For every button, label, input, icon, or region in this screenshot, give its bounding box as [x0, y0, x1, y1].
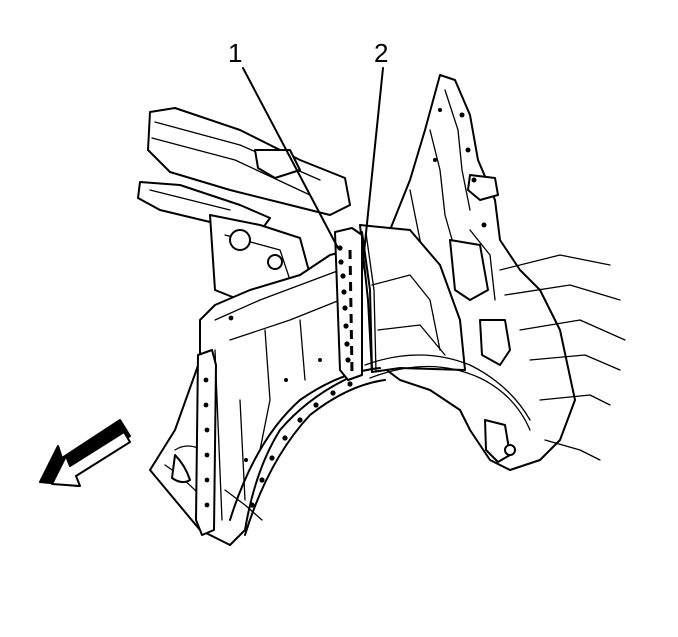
callout-2-label: 2	[374, 38, 388, 68]
callout-2-leader	[361, 67, 384, 273]
seam-flange-1	[334, 227, 363, 381]
front-edge-flange	[195, 315, 322, 536]
quarter-panel-outer	[149, 249, 356, 546]
inner-wheelhouse-panel	[359, 224, 531, 431]
rear-pillar-structure	[369, 74, 626, 471]
callout-1-label: 1	[228, 38, 242, 68]
callout-1-leader	[242, 67, 339, 249]
callout-leaders	[242, 67, 384, 273]
front-direction-arrow-icon	[39, 419, 131, 487]
